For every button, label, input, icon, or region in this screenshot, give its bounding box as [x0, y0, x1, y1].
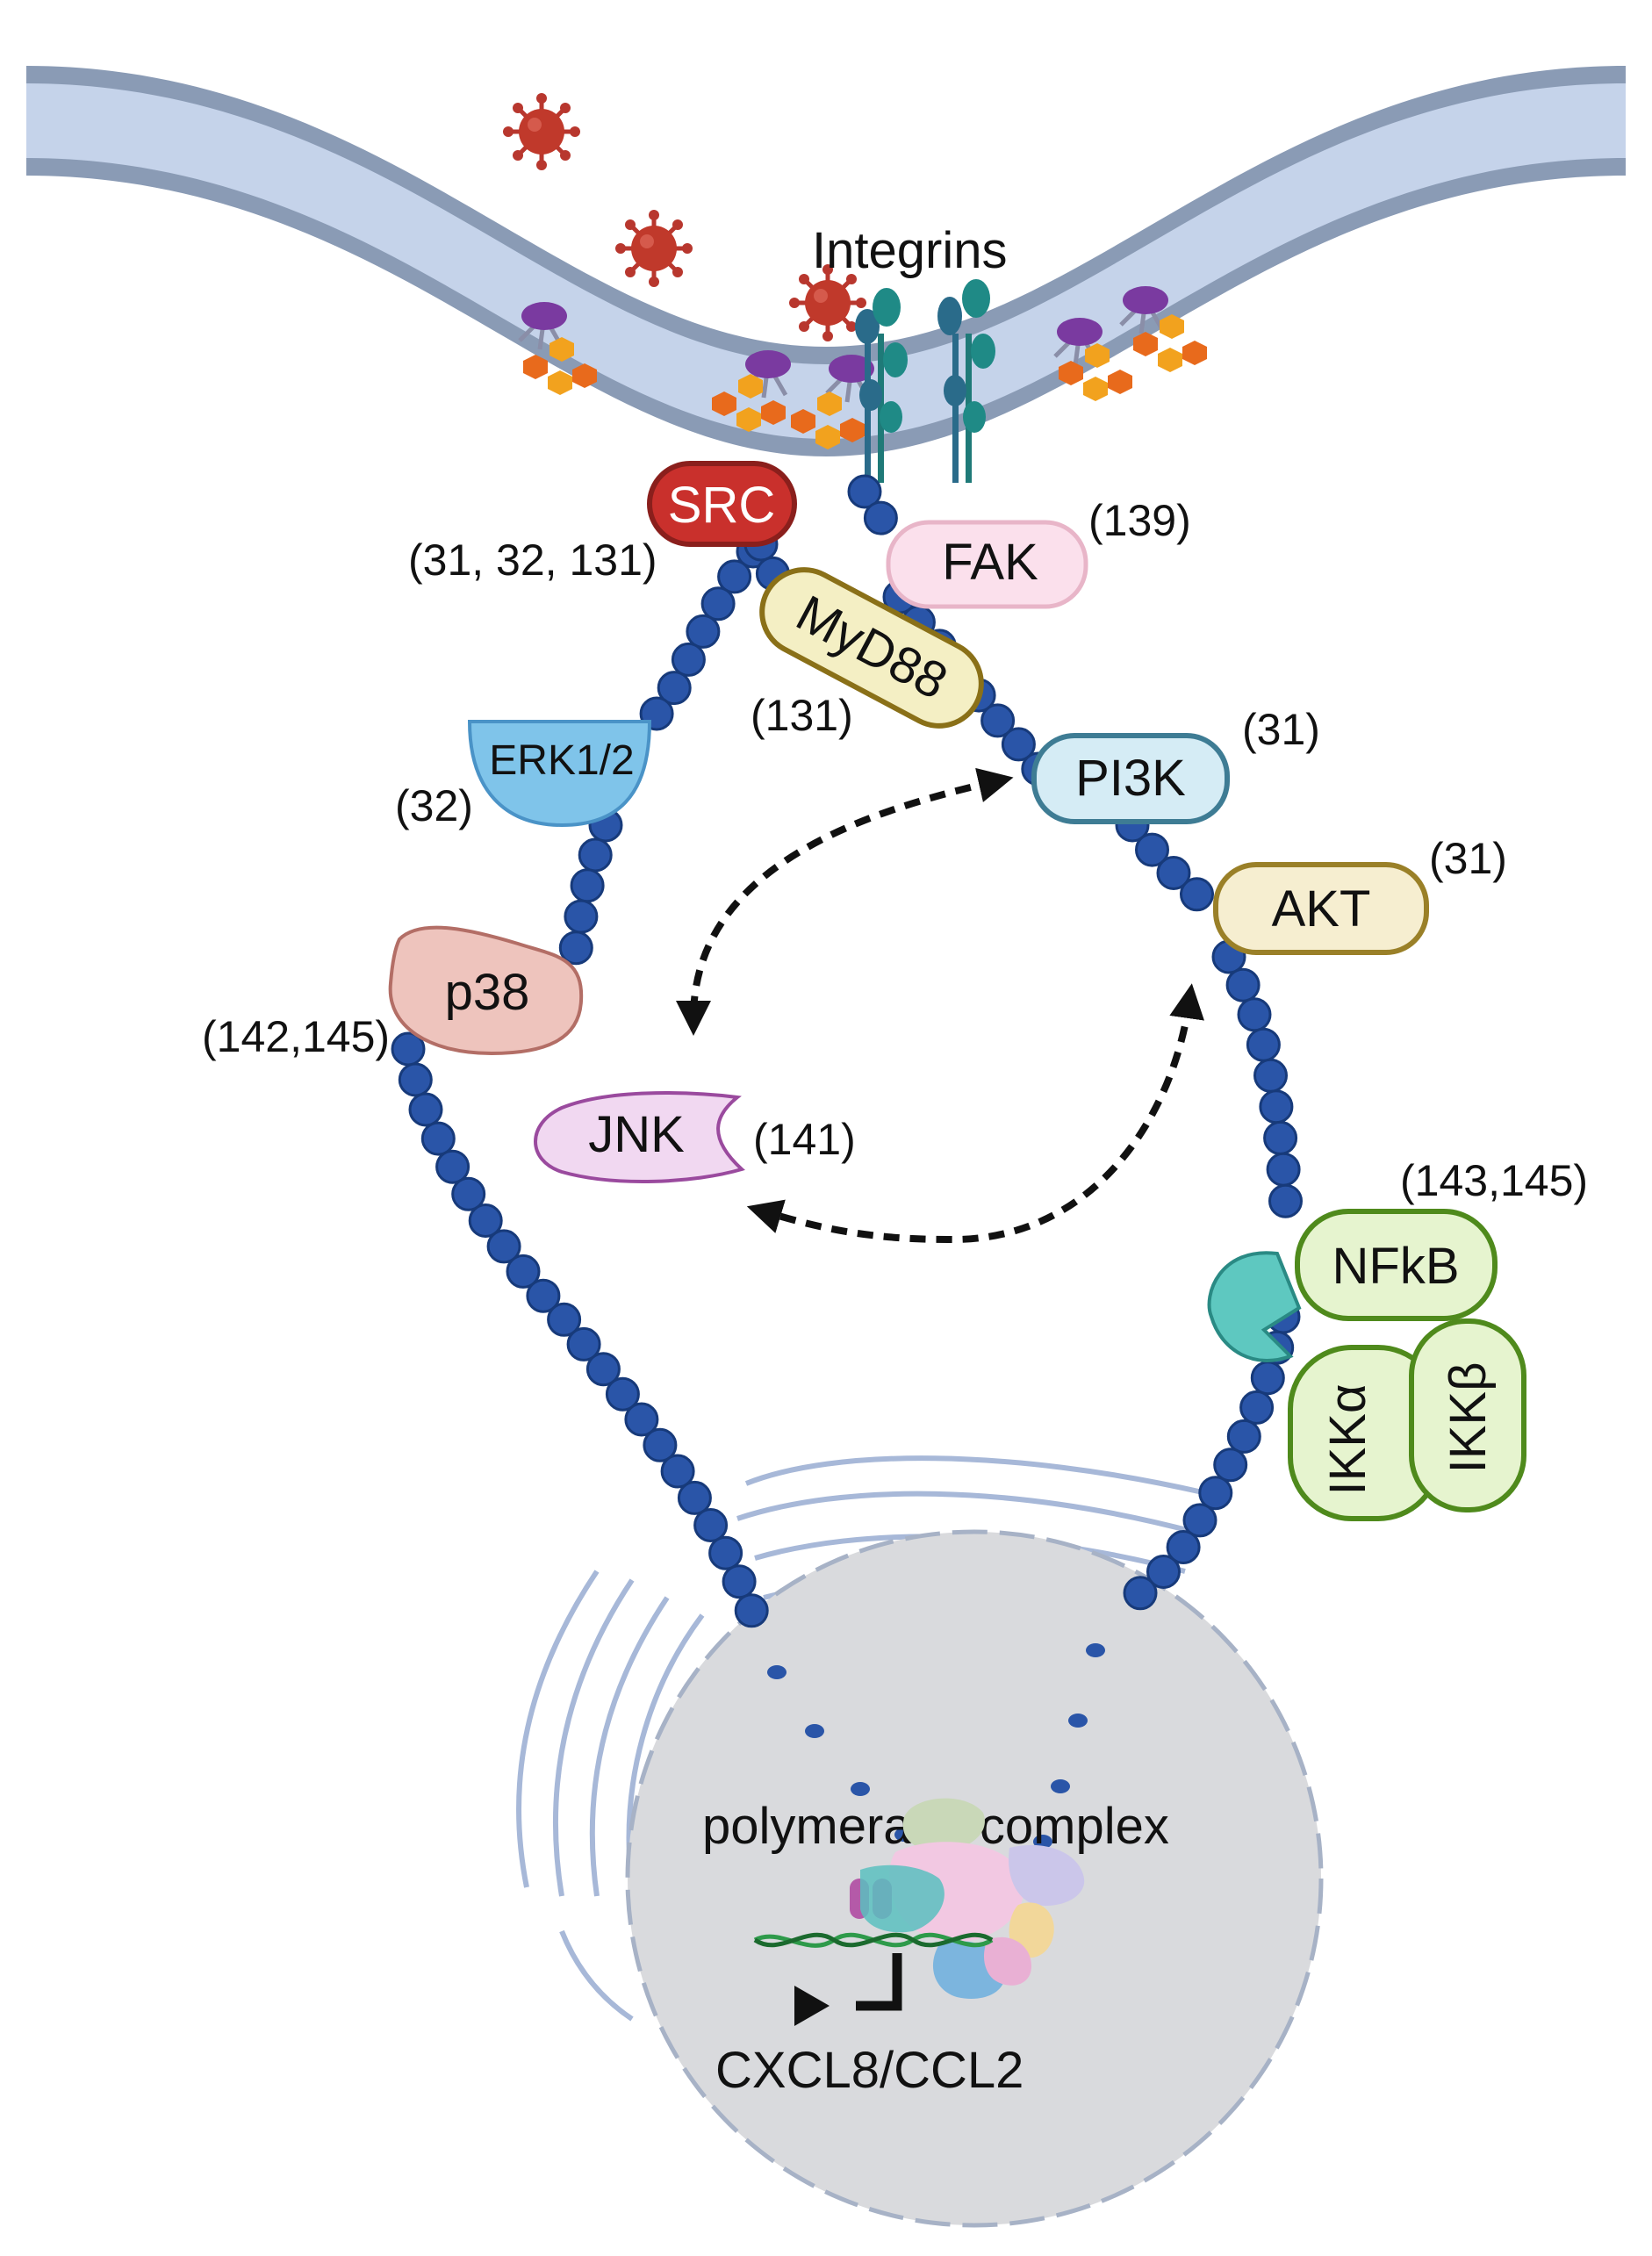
polymerase-complex-graphic [850, 1798, 1085, 1999]
ikkg-shape [1207, 1251, 1302, 1362]
arrow-pi3k-jnk [676, 767, 1014, 1036]
chain-bead [734, 1593, 769, 1628]
chain-bead [1156, 856, 1191, 890]
chain-bead [1266, 1152, 1301, 1187]
erk-ref: (32) [395, 781, 473, 830]
chain-bead [686, 614, 721, 649]
chain-bead [624, 1402, 659, 1437]
pi3k-ref: (31) [1242, 705, 1320, 754]
target-genes-label: CXCL8/CCL2 [715, 2042, 1024, 2099]
chain-bead [1259, 1089, 1294, 1124]
chain-bead [1268, 1183, 1303, 1218]
p38-ref: (142,145) [202, 1012, 390, 1061]
src-ref: (31, 32, 131) [408, 535, 657, 585]
p38-node: p38 [388, 925, 584, 1056]
chain-bead [717, 559, 752, 594]
chain-bead [408, 1092, 443, 1127]
nfkb-complex: NFkB IKKα IKKβ [1207, 1209, 1526, 1521]
chain-bead [1135, 832, 1169, 867]
chain-bead [863, 500, 898, 535]
chain-bead [1182, 1503, 1217, 1538]
chain-bead [660, 1454, 695, 1489]
integrin-receptors [855, 279, 995, 483]
chain-bead [486, 1229, 521, 1264]
fak-ref: (139) [1088, 496, 1191, 545]
fak-label: FAK [942, 534, 1038, 591]
chain-bead [605, 1376, 640, 1412]
p38-label: p38 [445, 964, 530, 1021]
pi3k-label: PI3K [1075, 750, 1186, 807]
chain-bead [1180, 877, 1214, 912]
nfkb-node [1295, 1209, 1498, 1321]
pi3k-node: PI3K [1031, 733, 1230, 824]
chain-bead [1213, 1448, 1248, 1483]
nfkb-label: NFkB [1332, 1238, 1460, 1295]
cell-membrane [26, 66, 1626, 456]
myd88-ref: (131) [751, 691, 853, 740]
chain-bead [1198, 1476, 1233, 1511]
chain-bead [1253, 1058, 1288, 1093]
arrow-akt-jnk [746, 983, 1204, 1244]
chain-bead [708, 1535, 743, 1570]
chain-bead [578, 837, 613, 873]
src-node: SRC [647, 461, 797, 547]
chain-bead [468, 1203, 503, 1238]
chain-bead [570, 868, 605, 903]
fak-node: FAK [886, 520, 1088, 609]
chain-bead [1263, 1120, 1298, 1155]
feedback-arrows [676, 767, 1204, 1244]
chain-bead [1225, 967, 1261, 1002]
akt-label: AKT [1272, 880, 1371, 938]
chain-bead [564, 899, 599, 934]
jnk-node: JNK [534, 1091, 745, 1183]
chain-bead [980, 703, 1016, 738]
chain-bead [420, 1121, 456, 1156]
chain-bead [435, 1149, 470, 1184]
nucleus-dots [767, 1643, 1105, 1849]
chain-bead [1123, 1576, 1158, 1611]
chain-bead [677, 1480, 712, 1515]
chain-bead [566, 1326, 601, 1362]
dna-strand [753, 1932, 994, 1948]
chain-bead [1001, 727, 1036, 762]
chain-bead [1246, 1027, 1281, 1062]
ikkb-node [1409, 1318, 1526, 1512]
chain-bead [1146, 1555, 1181, 1589]
chain-bead [547, 1302, 582, 1337]
virus-particle-1 [503, 93, 580, 170]
virus-particle-2 [615, 210, 693, 287]
chain-bead [1239, 1390, 1275, 1425]
chain-bead [1226, 1419, 1261, 1454]
jnk-label: JNK [588, 1106, 685, 1163]
chain-bead [693, 1508, 729, 1542]
chain-bead [722, 1564, 757, 1599]
akt-node: AKT [1213, 862, 1429, 955]
chain-bead [506, 1254, 541, 1289]
integrins-label: Integrins [812, 222, 1007, 279]
chain-bead [671, 642, 706, 677]
chain-bead [526, 1278, 561, 1313]
chain-bead [585, 1352, 621, 1387]
chain-bead [1237, 997, 1272, 1032]
chain-bead [657, 671, 692, 706]
chain-bead [700, 586, 736, 621]
chain-bead [1250, 1361, 1285, 1396]
chain-bead [451, 1176, 486, 1211]
chain-bead [643, 1427, 678, 1462]
chain-bead [558, 930, 593, 966]
ikka-label: IKKα [1319, 1383, 1376, 1495]
jnk-ref: (141) [753, 1115, 856, 1164]
akt-ref: (31) [1429, 834, 1507, 883]
nfkb-ref: (143,145) [1400, 1156, 1588, 1205]
erk-label: ERK1/2 [489, 737, 634, 784]
chain-bead [1166, 1530, 1201, 1564]
ikkb-label: IKKβ [1440, 1362, 1497, 1474]
chain-bead [398, 1062, 433, 1097]
transcription-start-arrow [794, 1953, 902, 2026]
left-bead-chain [391, 534, 771, 1628]
src-label: SRC [668, 477, 775, 534]
erk-node: ERK1/2 [467, 720, 652, 828]
chain-bead [847, 474, 882, 509]
